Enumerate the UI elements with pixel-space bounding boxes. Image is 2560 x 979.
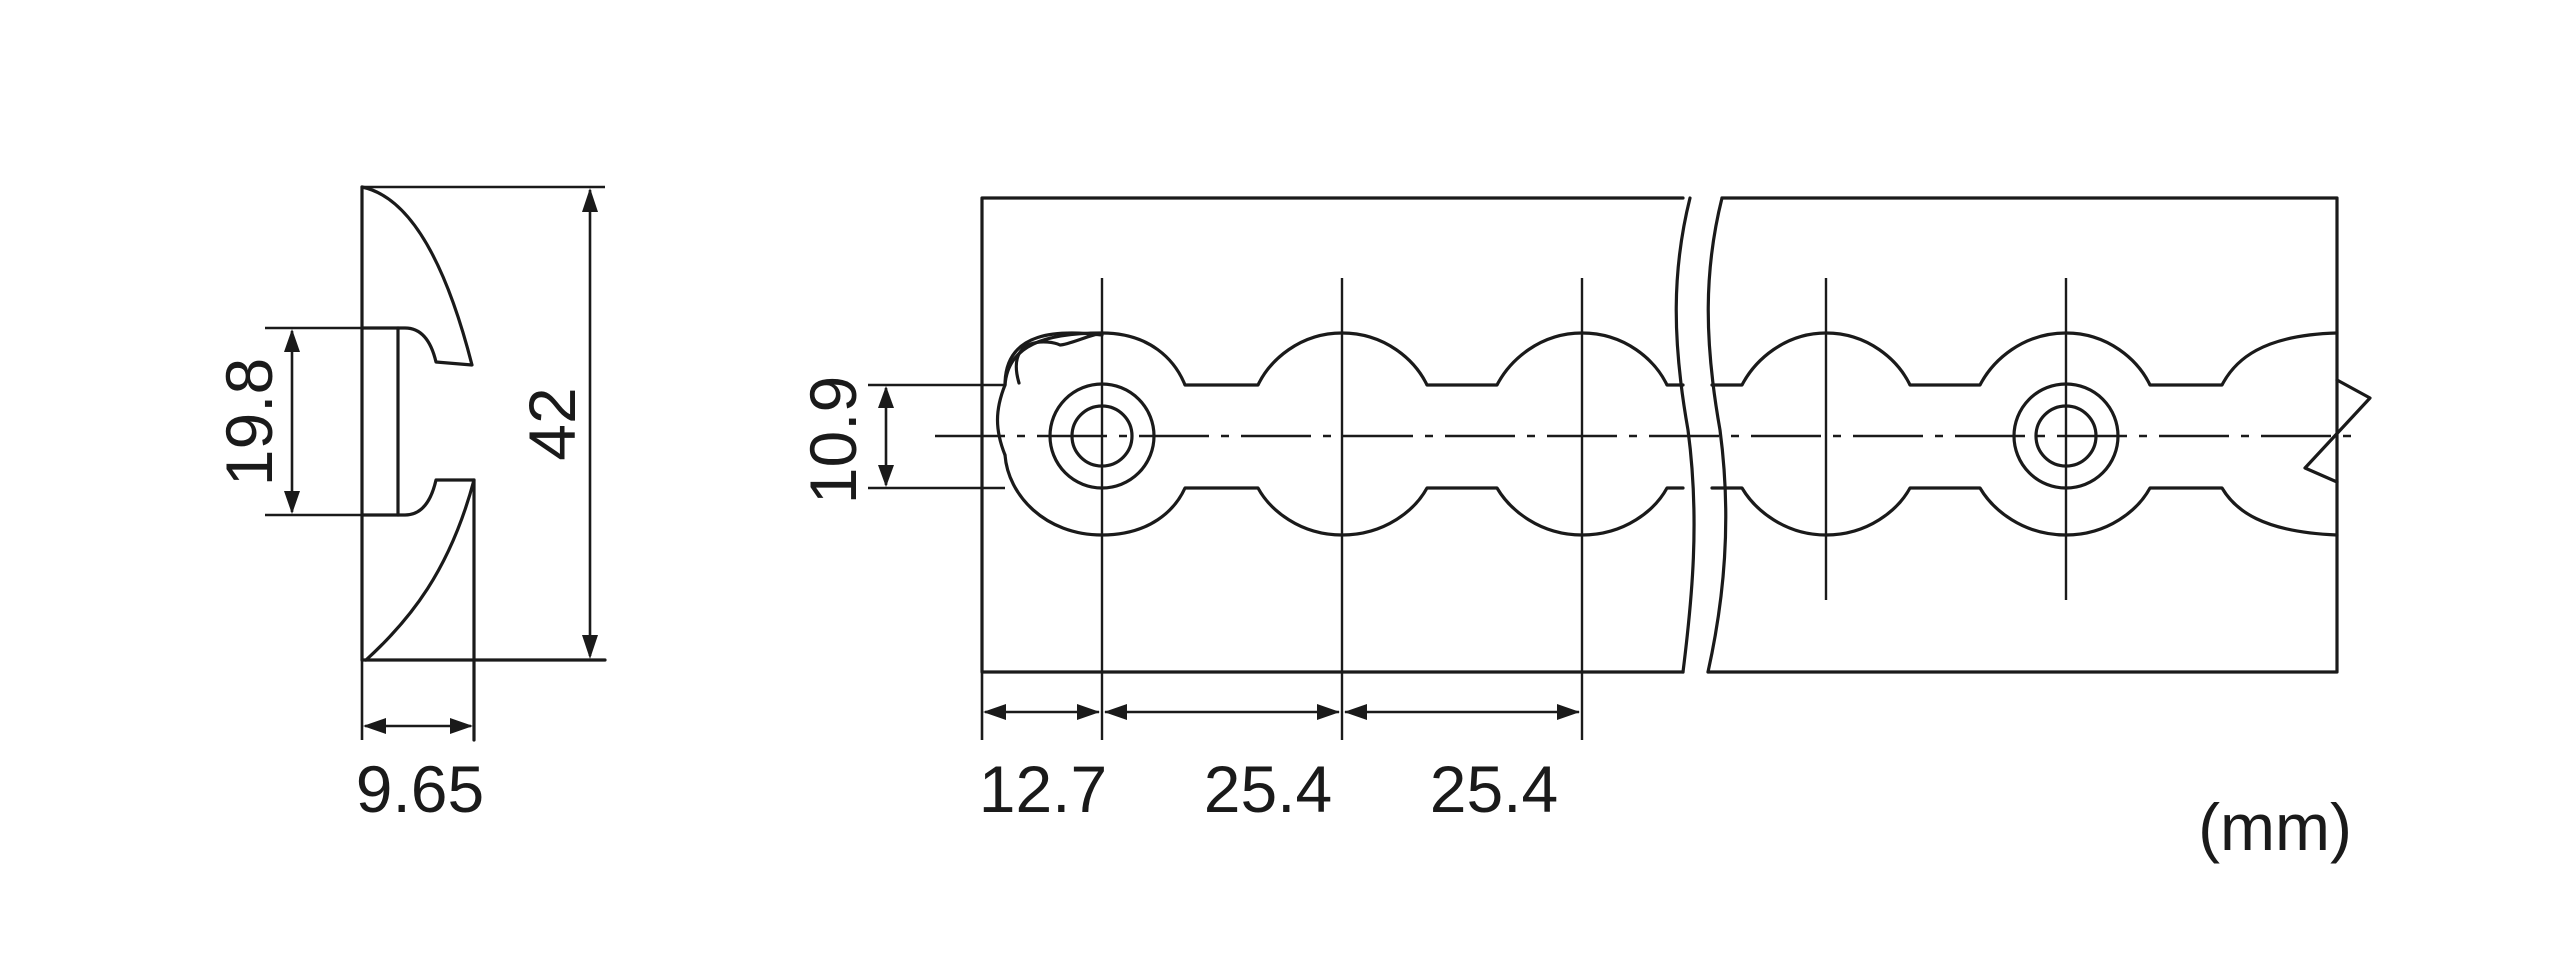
dim-height-arrow-top xyxy=(582,188,598,212)
dim-pitch1-arrow-right xyxy=(1077,704,1100,720)
dim-height-42: 42 xyxy=(515,188,598,659)
dim-pitch3-arrow-left xyxy=(1344,704,1367,720)
slot-top-edge-left xyxy=(1003,331,1104,387)
dim-pitch3-arrow-right xyxy=(1557,704,1580,720)
dim-pitch-label-2: 25.4 xyxy=(1204,752,1332,826)
dim-slotw-arrow-top xyxy=(878,386,894,408)
dim-pitch2-arrow-right xyxy=(1317,704,1340,720)
side-view-profile xyxy=(360,185,607,742)
dim-width-label: 9.65 xyxy=(356,752,484,826)
slot-top-lobes-right xyxy=(1710,331,2339,387)
slot-bottom-lobes-right xyxy=(1710,486,2339,537)
break-line-left xyxy=(1674,196,1696,674)
dim-slotw-label: 10.9 xyxy=(796,376,870,504)
slot-left-end xyxy=(995,383,1007,457)
dim-slotw-arrow-bottom xyxy=(878,465,894,487)
dim-pitch-label-1: 12.7 xyxy=(979,752,1107,826)
dim-width-9-65: 9.65 xyxy=(356,718,484,826)
dim-slot-19-8: 19.8 xyxy=(212,326,362,517)
track-end-zigzag xyxy=(2303,378,2372,484)
units-label: (mm) xyxy=(2198,790,2352,864)
dim-width-arrow-left xyxy=(363,718,386,734)
profile-top-flange xyxy=(360,185,474,367)
dim-pitch-row: 12.7 25.4 25.4 xyxy=(979,704,1580,826)
dim-width-arrow-right xyxy=(450,718,473,734)
dim-slot-arrow-top xyxy=(284,329,300,352)
dim-height-label: 42 xyxy=(515,387,589,460)
dim-slot-arrow-bottom xyxy=(284,491,300,514)
front-view-track xyxy=(935,196,2372,740)
dim-height-arrow-bottom xyxy=(582,635,598,659)
dim-pitch2-arrow-left xyxy=(1104,704,1127,720)
dim-pitch-label-3: 25.4 xyxy=(1430,752,1558,826)
break-line-right xyxy=(1706,196,1728,674)
dim-pitch1-arrow-left xyxy=(983,704,1006,720)
dim-slot-10-9: 10.9 xyxy=(796,376,1005,504)
dim-slot-label: 19.8 xyxy=(212,358,286,486)
profile-bottom-flange xyxy=(360,478,476,662)
